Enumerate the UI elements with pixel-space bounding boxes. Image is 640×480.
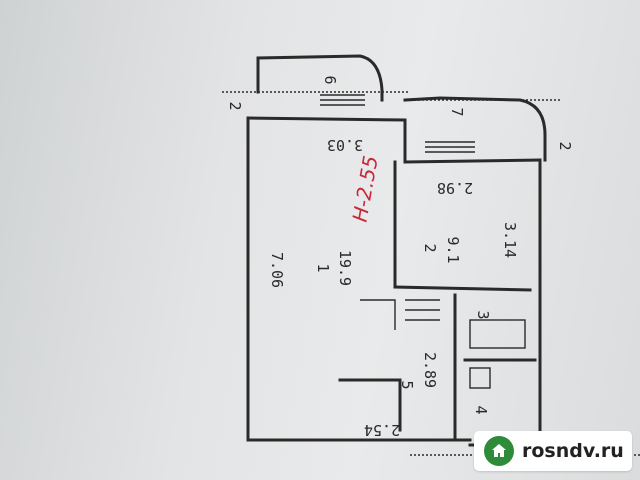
- room-1-number: 1: [314, 263, 332, 272]
- partition-5: [338, 378, 402, 432]
- room-2-top-wall: [403, 158, 542, 164]
- house-icon: [484, 436, 514, 466]
- room-2-number: 2: [421, 243, 439, 252]
- balcony-6-wall: [256, 54, 384, 102]
- outer-wall: [246, 116, 472, 442]
- room-5-length: 2.89: [421, 352, 439, 388]
- room-1-top-wall: [246, 116, 407, 164]
- window-room-2: [425, 141, 475, 153]
- room-6-number: 6: [321, 75, 339, 84]
- room-1-area: 19.9: [336, 250, 354, 286]
- room-1-length: 7.06: [268, 252, 286, 288]
- door-swing: [360, 299, 396, 330]
- room-2-length: 3.14: [501, 222, 519, 258]
- room-3-number: 3: [474, 310, 492, 319]
- bath-fixture: [469, 319, 526, 349]
- room-5-number: 5: [398, 380, 416, 389]
- room-4-number: 4: [472, 405, 490, 414]
- loggia-7-wall: [403, 96, 547, 162]
- room-7-number: 7: [448, 107, 466, 116]
- watermark-text: rosndv.ru: [522, 440, 624, 462]
- outer-wall-right: [468, 158, 542, 447]
- wc-fixture: [469, 367, 491, 389]
- ceiling-height-annotation: H-2.55: [347, 154, 382, 224]
- axis-mark-right: 2: [556, 141, 574, 150]
- axis-mark-left: 2: [226, 101, 244, 110]
- room-1-width: 3.03: [327, 136, 363, 154]
- room-5-width: 2.54: [364, 421, 400, 439]
- stair-steps: [405, 299, 440, 321]
- room-2-width: 2.98: [437, 179, 473, 197]
- partition-2-bottom: [393, 285, 532, 292]
- window-room-1: [320, 94, 365, 106]
- room-2-area: 9.1: [444, 236, 462, 263]
- watermark-badge: rosndv.ru: [474, 431, 632, 471]
